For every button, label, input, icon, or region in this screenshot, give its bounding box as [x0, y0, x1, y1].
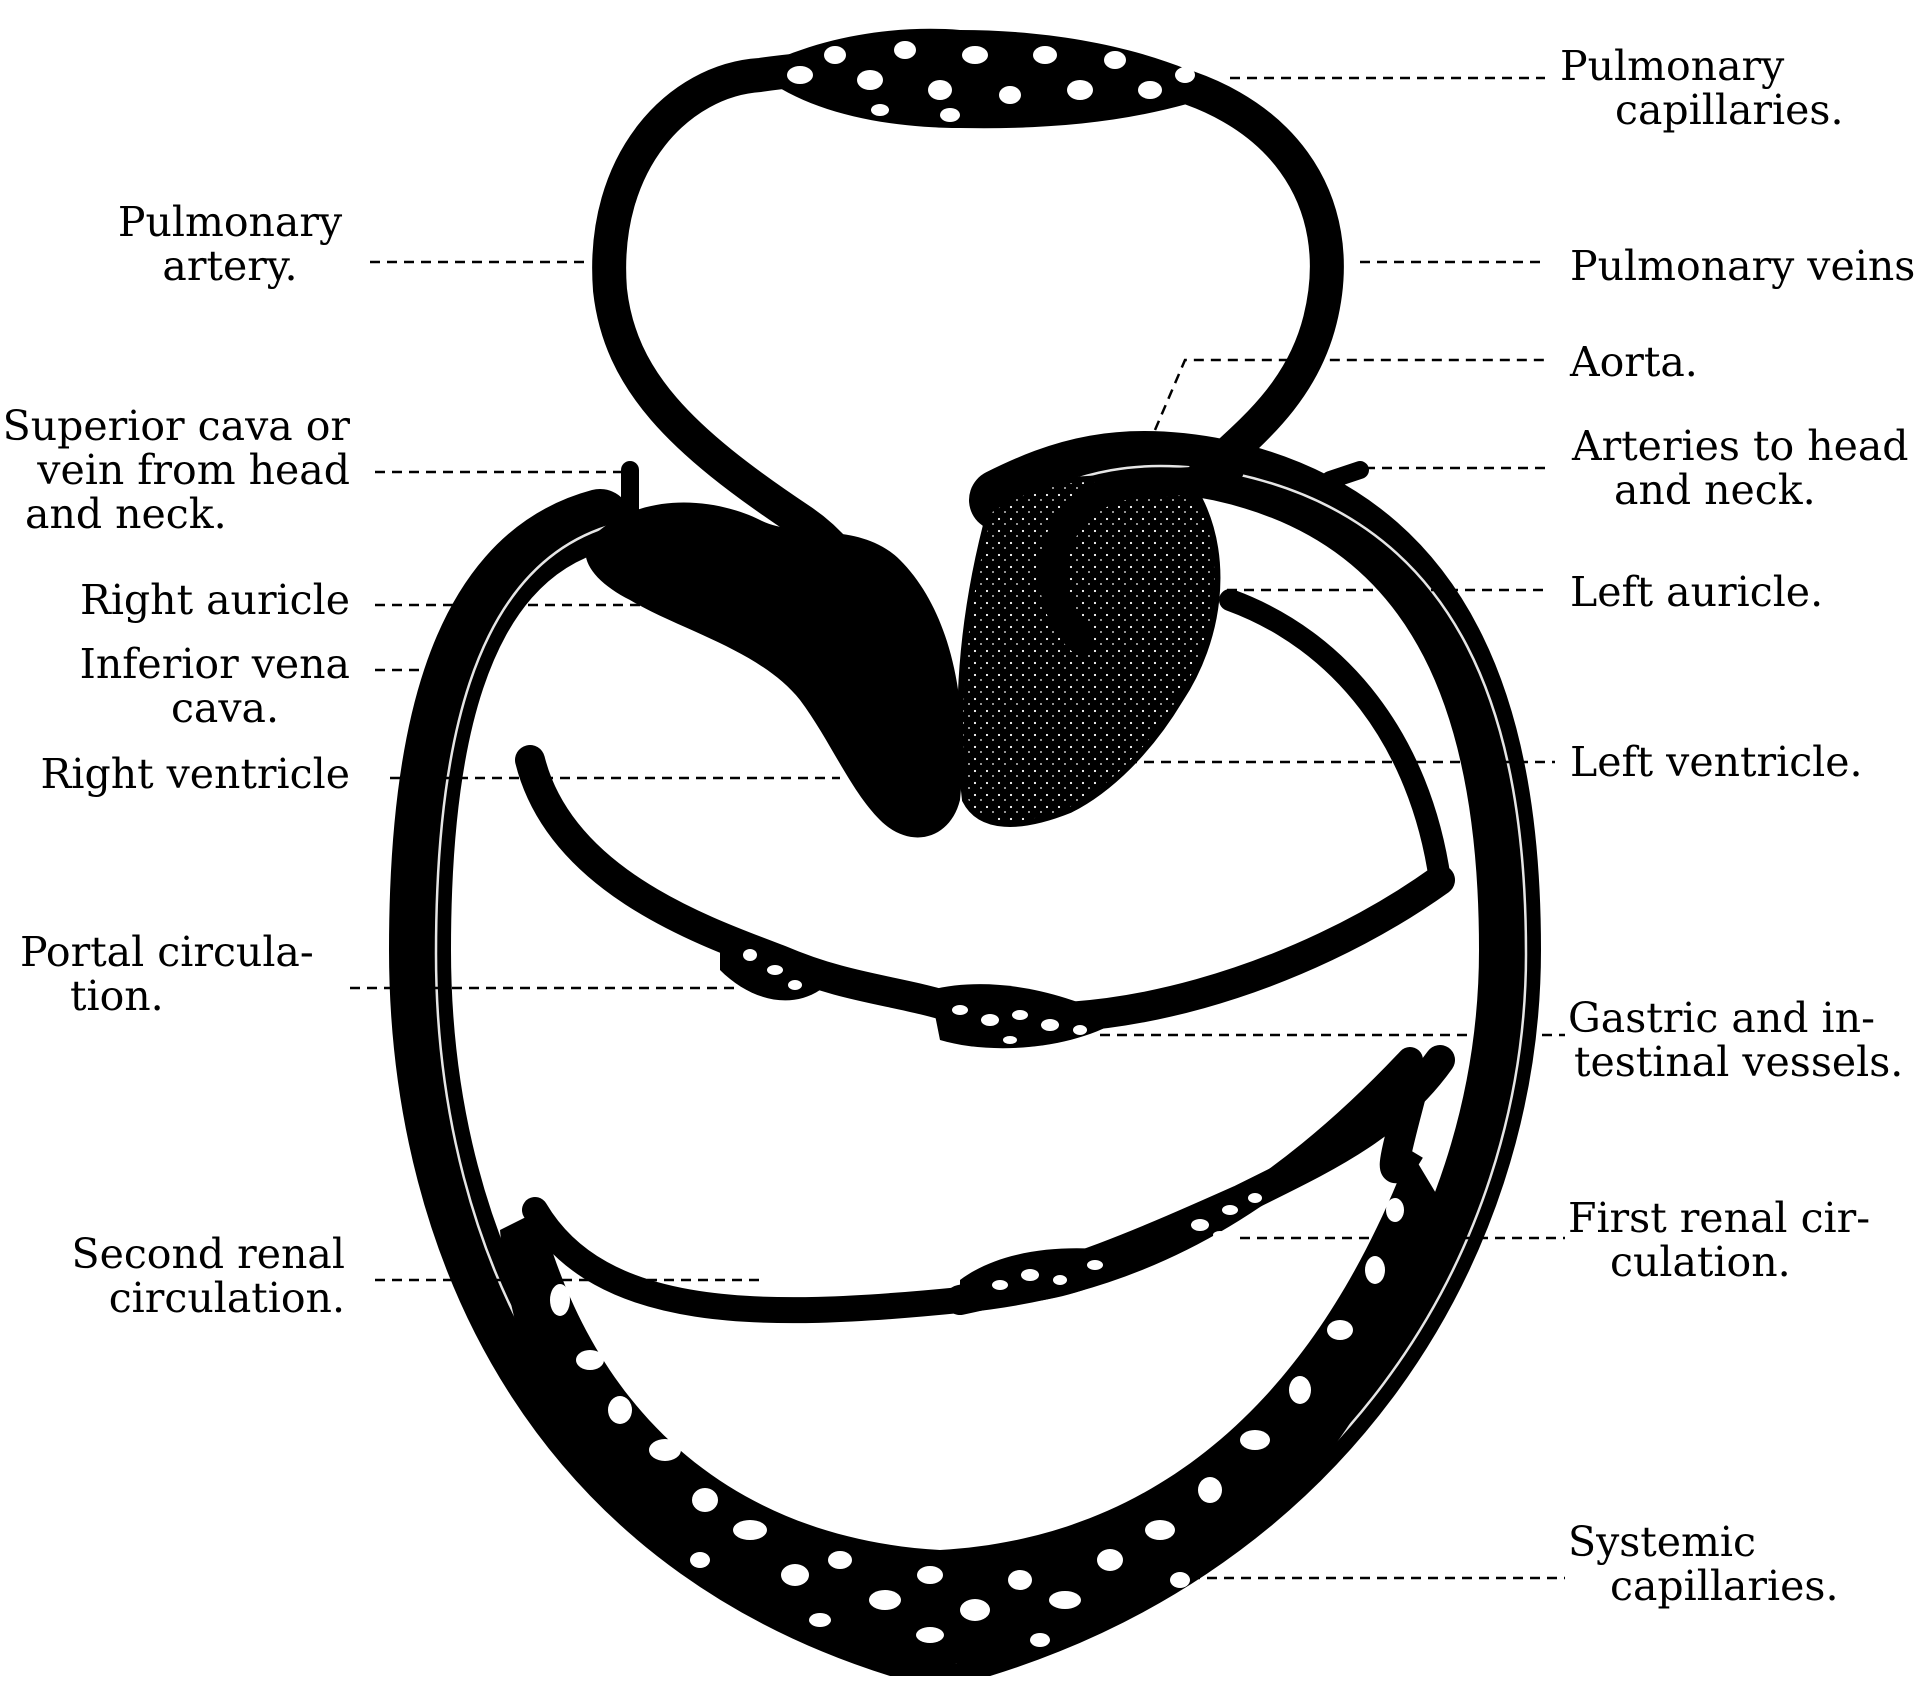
- label-pulmonary-capillaries: Pulmonary capillaries.: [1560, 44, 1900, 132]
- label-gastric: Gastric and in- testinal vessels.: [1568, 996, 1918, 1084]
- label-arteries-head: Arteries to head and neck.: [1572, 424, 1917, 512]
- label-portal-circulation: Portal circula- tion.: [20, 930, 350, 1018]
- label-line: culation.: [1610, 1238, 1791, 1286]
- systemic-capillary-bed: [500, 1150, 1440, 1665]
- label-line: vein from head: [37, 446, 350, 494]
- systemic-capillary-spaces: [550, 1198, 1404, 1647]
- label-line: Left ventricle.: [1570, 738, 1863, 786]
- label-line: Superior cava or: [2, 402, 350, 450]
- label-left-auricle: Left auricle.: [1570, 570, 1900, 614]
- portal-capillary-spaces: [743, 949, 1087, 1044]
- label-systemic-capillaries: Systemic capillaries.: [1568, 1520, 1888, 1608]
- label-pulmonary-artery: Pulmonary artery.: [100, 200, 360, 288]
- label-line: Inferior vena: [79, 640, 350, 688]
- label-aorta: Aorta.: [1570, 340, 1870, 384]
- label-line: cava.: [170, 684, 280, 732]
- label-right-auricle: Right auricle: [20, 578, 350, 622]
- label-line: Pulmonary: [1560, 42, 1785, 90]
- pulmonary-capillary-spaces: [787, 41, 1195, 122]
- label-line: Portal circula-: [20, 928, 314, 976]
- heart: [585, 456, 1451, 891]
- label-line: circulation.: [108, 1274, 345, 1322]
- leader-aorta: [1153, 358, 1545, 431]
- label-right-ventricle: Right ventricle: [10, 752, 350, 796]
- label-first-renal: First renal cir- culation.: [1568, 1196, 1908, 1284]
- renal-capillary-spaces: [992, 1193, 1262, 1290]
- label-line: tion.: [70, 972, 164, 1020]
- label-line: Gastric and in-: [1568, 994, 1875, 1042]
- label-left-ventricle: Left ventricle.: [1570, 740, 1910, 784]
- label-line: and neck.: [1614, 466, 1816, 514]
- label-line: Pulmonary veins: [1570, 242, 1916, 290]
- label-line: First renal cir-: [1568, 1194, 1871, 1242]
- label-line: testinal vessels.: [1574, 1038, 1904, 1086]
- label-line: Right auricle: [79, 576, 350, 624]
- label-superior-cava: Superior cava or vein from head and neck…: [0, 404, 350, 536]
- label-line: Arteries to head: [1572, 422, 1909, 470]
- first-renal-loop: [945, 1045, 1455, 1315]
- label-line: capillaries.: [1615, 86, 1844, 134]
- label-line: capillaries.: [1610, 1562, 1839, 1610]
- leader-lines: [350, 76, 1565, 1580]
- label-line: and neck.: [25, 490, 227, 538]
- label-inferior-vena-cava: Inferior vena cava.: [20, 642, 350, 730]
- label-line: artery.: [162, 242, 298, 290]
- label-line: Pulmonary: [117, 198, 343, 246]
- label-line: Right ventricle: [40, 750, 350, 798]
- label-line: Systemic: [1568, 1518, 1756, 1566]
- label-line: Aorta.: [1570, 338, 1698, 386]
- label-second-renal: Second renal circulation.: [20, 1232, 345, 1320]
- label-line: Second renal: [71, 1230, 345, 1278]
- pulmonary-loop: [592, 28, 1344, 717]
- portal-loop: [515, 745, 1455, 1049]
- label-line: Left auricle.: [1570, 568, 1824, 616]
- label-pulmonary-veins: Pulmonary veins: [1570, 244, 1915, 288]
